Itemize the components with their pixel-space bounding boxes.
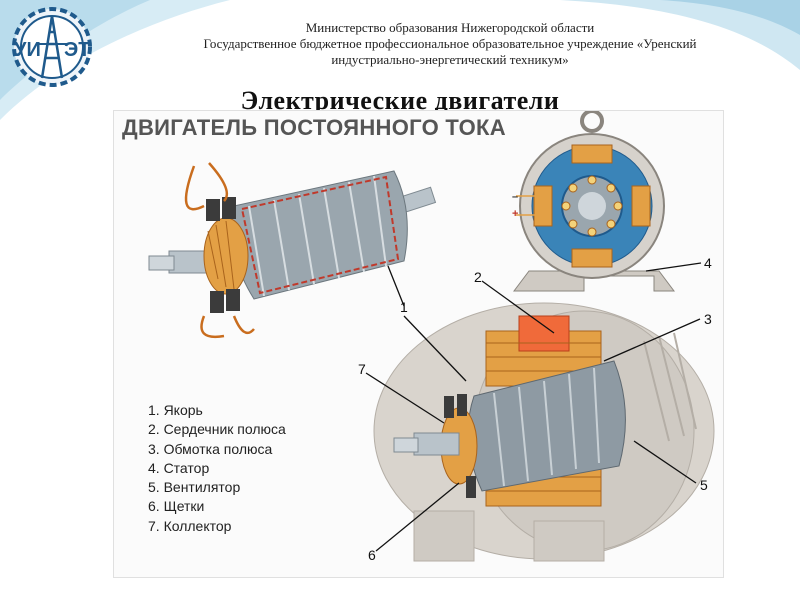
dc-motor-diagram: ДВИГАТЕЛЬ ПОСТОЯННОГО ТОКА – + 1. Якорь …	[113, 110, 724, 578]
assembled-motor	[373, 302, 715, 562]
minus-terminal-label: –	[512, 191, 519, 203]
parts-legend: 1. Якорь 2. Сердечник полюса 3. Обмотка …	[148, 401, 286, 536]
logo-text-right: ЭТ	[64, 39, 90, 61]
legend-item: 1. Якорь	[148, 402, 203, 418]
logo-text-left: УИ	[14, 39, 41, 61]
gear-tower-icon	[12, 7, 92, 87]
header-line-1: Министерство образования Нижегородской о…	[305, 20, 595, 35]
callout-4: 4	[704, 255, 712, 271]
institution-logo: УИ ЭТ	[6, 4, 98, 90]
header-line-2: Государственное бюджетное профессиональн…	[203, 36, 697, 51]
leader-lines	[365, 262, 702, 552]
callout-6: 6	[368, 547, 376, 563]
callout-7: 7	[358, 361, 366, 377]
legend-item: 5. Вентилятор	[148, 479, 241, 496]
stator-cross-section	[513, 111, 675, 292]
callout-2: 2	[474, 269, 482, 285]
legend-item: 4. Статор	[148, 459, 210, 476]
ministry-header: Министерство образования Нижегородской о…	[110, 20, 790, 68]
callout-5: 5	[700, 477, 708, 493]
armature-illustration	[148, 162, 437, 339]
header-line-3: индустриально-энергетический техникум»	[331, 52, 569, 67]
callout-3: 3	[704, 311, 712, 327]
legend-item: 2. Сердечник полюса	[148, 421, 286, 438]
callout-1: 1	[400, 299, 408, 315]
plus-terminal-label: +	[512, 208, 519, 220]
panel-title: ДВИГАТЕЛЬ ПОСТОЯННОГО ТОКА	[122, 115, 506, 140]
legend-item: 6. Щетки	[148, 498, 205, 515]
fan-ribs	[643, 332, 697, 442]
motor-illustration	[148, 111, 715, 562]
legend-item: 3. Обмотка полюса	[148, 440, 273, 457]
legend-item: 7. Коллектор	[148, 517, 232, 534]
